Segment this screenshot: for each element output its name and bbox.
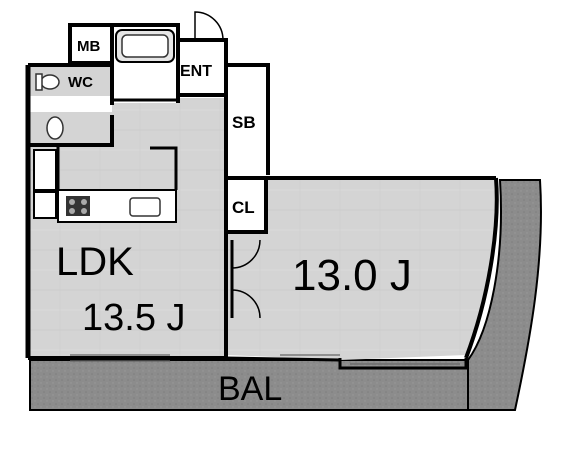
toilet-band	[30, 96, 112, 112]
bathtub	[115, 29, 175, 63]
entrance-area	[178, 40, 226, 95]
closet-area	[226, 180, 266, 230]
balcony	[29, 179, 542, 411]
bedroom-size-label: 13.0 J	[292, 251, 412, 300]
shoe-box-area	[226, 65, 268, 175]
ldk-name-label: LDK	[56, 240, 134, 284]
kitchen	[33, 149, 177, 223]
ldk-size-label: 13.5 J	[82, 297, 186, 339]
sink	[129, 197, 161, 217]
entrance-door	[194, 11, 224, 41]
bedroom	[228, 180, 497, 360]
shoe-box-label: SB	[232, 113, 256, 132]
toilet-label: WC	[68, 74, 93, 91]
meter-box	[70, 25, 112, 63]
ldk-upper-floor	[112, 98, 228, 148]
toilet-fixture	[35, 73, 64, 140]
closet-label: CL	[232, 198, 255, 217]
entrance-label: ENT	[180, 63, 212, 80]
meter-box-label: MB	[77, 38, 100, 55]
balcony-label: BAL	[218, 370, 282, 408]
stove	[66, 196, 90, 216]
ldk-floor	[28, 140, 228, 358]
walls	[25, 23, 499, 370]
ldk-room	[28, 98, 228, 358]
bedroom-floor	[228, 180, 497, 360]
balcony-curved-area	[467, 179, 542, 411]
doors	[194, 11, 261, 319]
windows	[70, 354, 460, 365]
